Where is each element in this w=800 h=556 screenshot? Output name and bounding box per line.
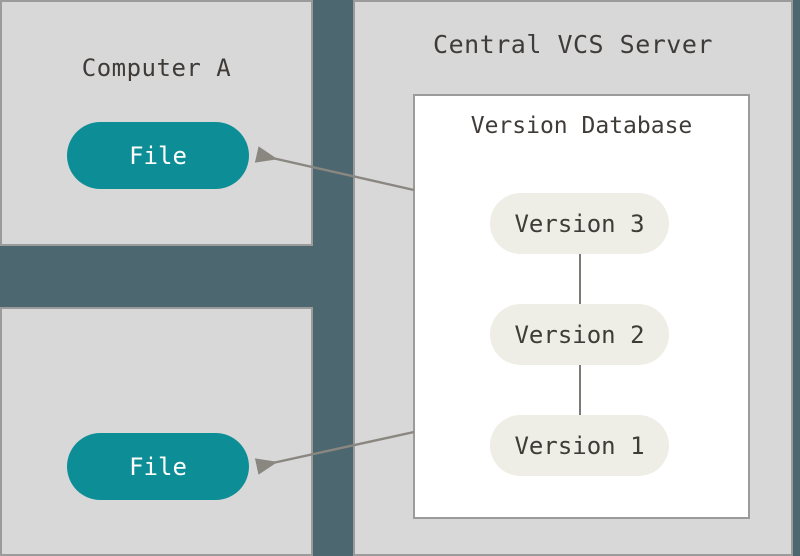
connector-version2-version1 — [579, 365, 581, 415]
panel-computer-b: Computer B — [0, 307, 313, 556]
server-panel-title: Central VCS Server — [433, 30, 713, 59]
computer-a-title: Computer A — [81, 54, 232, 82]
file-pill-computer-b[interactable]: File — [67, 433, 249, 500]
file-pill-computer-a[interactable]: File — [67, 122, 249, 189]
version-pill-2[interactable]: Version 2 — [490, 304, 669, 365]
version-pill-1[interactable]: Version 1 — [490, 415, 669, 476]
connector-version3-version2 — [579, 254, 581, 304]
version-pill-3[interactable]: Version 3 — [490, 193, 669, 254]
version-database-title: Version Database — [470, 113, 693, 139]
